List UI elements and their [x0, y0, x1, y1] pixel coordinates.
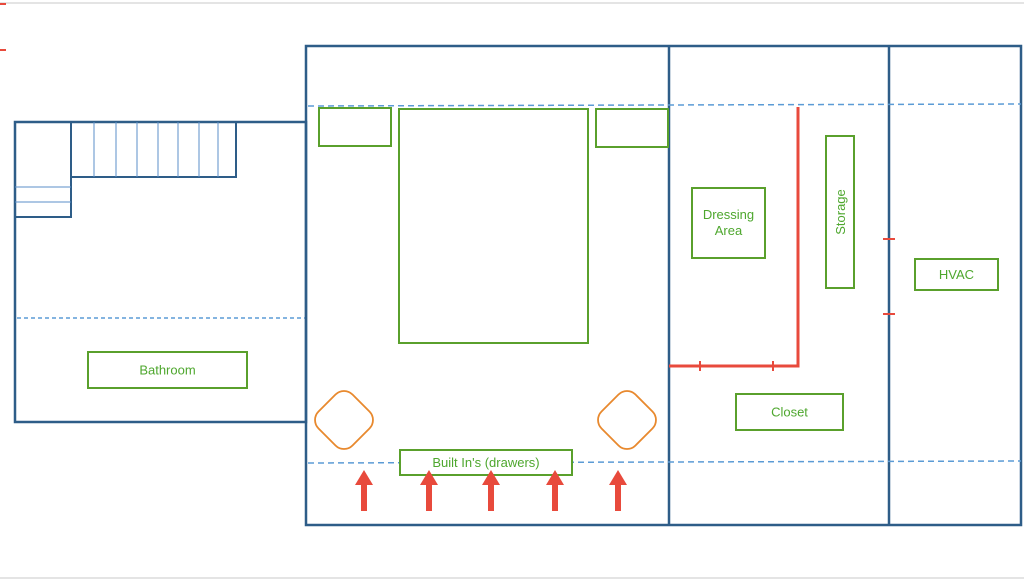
storage-label: Storage: [833, 189, 848, 235]
arrow-3: [482, 470, 500, 511]
closet-label-box: [735, 393, 844, 431]
stair-treads: [93, 122, 219, 177]
bathroom-label-box: [87, 351, 248, 389]
window-arrows: [355, 470, 627, 511]
closet-label: Closet: [771, 405, 808, 420]
stairs-lower: [15, 177, 72, 218]
arrow-5: [609, 470, 627, 511]
built-ins-label: Built In's (drawers): [432, 455, 539, 470]
arrow-2: [420, 470, 438, 511]
partition-ticks: [699, 361, 774, 371]
nightstand-right: [595, 108, 669, 148]
arrow-1: [355, 470, 373, 511]
hvac-label: HVAC: [939, 267, 974, 282]
nightstand-left: [318, 107, 392, 147]
dressing-area-label-line1: Dressing: [703, 207, 754, 222]
chair-right: [597, 390, 657, 450]
hvac-door-ticks: [883, 238, 895, 315]
closet-partition-wall: [669, 107, 800, 368]
stair-landing-treads: [15, 186, 71, 203]
stairs-upper: [70, 121, 237, 178]
arrow-4: [546, 470, 564, 511]
hvac-box: [914, 258, 999, 291]
main-building-wall: [304, 44, 1023, 527]
dressing-area-box: [691, 187, 766, 259]
bathroom-label: Bathroom: [139, 363, 195, 378]
bed: [398, 108, 589, 344]
top-dashed-line: [307, 103, 1022, 107]
storage-box: [825, 135, 855, 289]
dressing-area-label-line2: Area: [715, 223, 743, 238]
chair-left: [314, 390, 374, 450]
bottom-dashed-line: [307, 460, 1022, 464]
